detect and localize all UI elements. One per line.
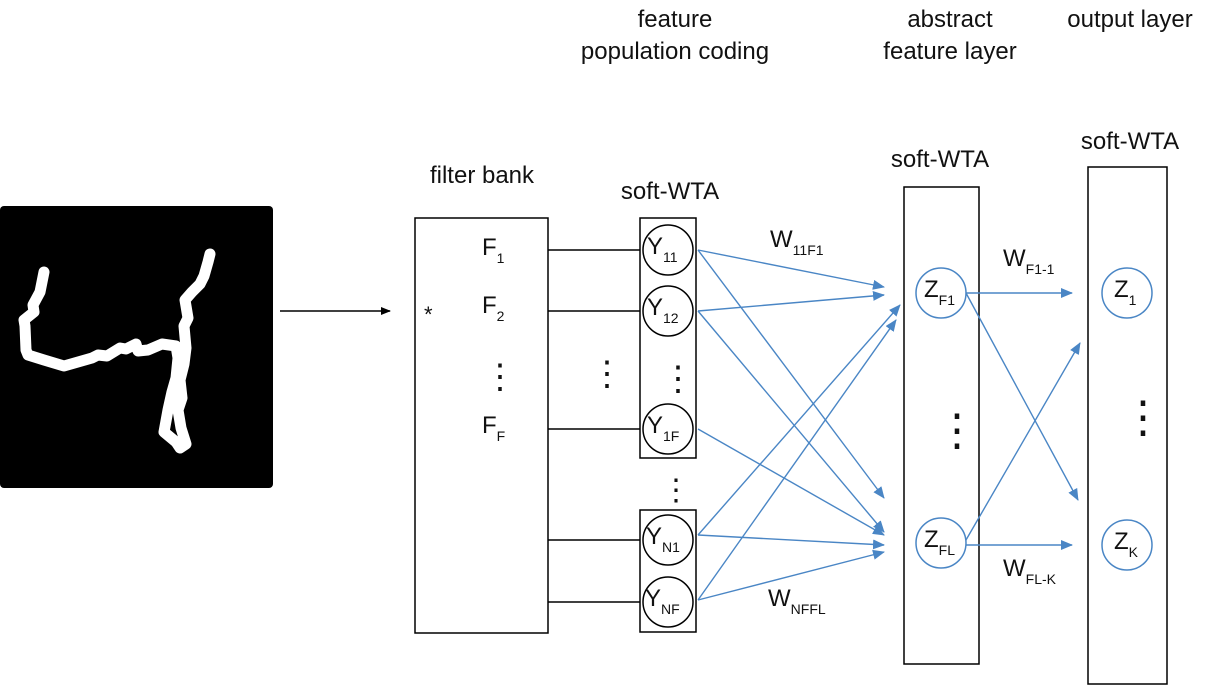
- neuron-z1-label: Z1: [1114, 276, 1137, 308]
- abstract-layer-ellipsis: ⋮: [935, 406, 979, 455]
- neuron-ynf-label: YNF: [645, 585, 680, 617]
- output-layer-header: output layer: [1067, 6, 1193, 33]
- connection-y11-zf1: [697, 249, 885, 290]
- population-group-top: [639, 217, 697, 459]
- weight-label-w11f1-base: W: [770, 226, 793, 253]
- neuron-zfl-label: ZFL: [924, 526, 955, 558]
- output-layer-title: soft-WTA: [1080, 128, 1180, 155]
- neuron-y12-label-sub: 12: [663, 310, 679, 326]
- filter-bank-title: filter bank: [429, 162, 535, 189]
- weight-label-wfl-k: WFL-K: [1003, 555, 1057, 587]
- abstract-layer-header: abstract feature layer: [850, 6, 1050, 66]
- feature-coding-header: feature population coding: [555, 6, 795, 66]
- neuron-y11-label-base: Y: [647, 233, 663, 260]
- neuron-zfl: [915, 517, 967, 569]
- digit-stroke: [18, 248, 216, 454]
- neuron-y1f-label-base: Y: [647, 412, 663, 439]
- neuron-y1f: [642, 403, 694, 455]
- neuron-z1-label-sub: 1: [1129, 292, 1137, 308]
- neuron-z1: [1101, 267, 1153, 319]
- population-layer-title: soft-WTA: [620, 178, 720, 205]
- population-group-bottom: [639, 509, 697, 633]
- abstract-layer-title: soft-WTA: [890, 146, 990, 173]
- filter-label-1: F1: [482, 234, 505, 266]
- neuron-ynf: [642, 576, 694, 628]
- filter-label-f-base: F: [482, 412, 497, 439]
- weight-label-w11f1: W11F1: [770, 226, 824, 258]
- filter-label-1-base: F: [482, 234, 497, 261]
- population-ellipsis-middle: ⋮: [661, 474, 691, 507]
- abstract-layer-header-line1: abstract: [907, 6, 993, 33]
- neuron-zf1: [915, 267, 967, 319]
- weight-label-wnffl: WNFFL: [768, 585, 826, 617]
- neuron-yn1-label-base: Y: [646, 523, 662, 550]
- neuron-z1-label-base: Z: [1114, 276, 1129, 303]
- feature-coding-header-line1: feature: [637, 6, 713, 33]
- connection-y12-zf1: [697, 290, 885, 312]
- connection-yn1-zfl: [697, 534, 885, 550]
- connection-zf1-zk: [965, 292, 1079, 501]
- weight-label-wfl-k-base: W: [1003, 555, 1026, 582]
- neuron-yn1-label-sub: N1: [662, 539, 680, 555]
- filter-label-2-base: F: [482, 292, 497, 319]
- filter-bank-box: [414, 217, 549, 634]
- neuron-y1f-label-sub: 1F: [663, 428, 679, 444]
- neuron-yn1: [642, 514, 694, 566]
- output-layer-box: [1087, 166, 1168, 685]
- connection-zfl-z1: [965, 342, 1081, 541]
- weight-label-wnffl-base: W: [768, 585, 791, 612]
- neuron-zf1-label-base: Z: [924, 276, 939, 303]
- neuron-zk: [1101, 519, 1153, 571]
- connection-y11-zfl: [697, 249, 885, 499]
- population-ellipsis-top: ⋮: [661, 360, 695, 398]
- neuron-zf1-label: ZF1: [924, 276, 955, 308]
- weight-label-wnffl-sub: NFFL: [791, 601, 826, 617]
- feature-coding-header-line2: population coding: [580, 38, 770, 65]
- neuron-zk-label: ZK: [1114, 528, 1139, 560]
- neuron-zk-label-sub: K: [1129, 544, 1139, 560]
- connection-yn1-zf1: [697, 304, 901, 536]
- filter-label-f-sub: F: [497, 428, 506, 444]
- neuron-y12: [642, 285, 694, 337]
- population-to-abstract-connections: [697, 249, 901, 601]
- neuron-zf1-label-sub: F1: [939, 292, 956, 308]
- neuron-yn1-label: YN1: [646, 523, 680, 555]
- abstract-layer-box: [903, 186, 980, 665]
- neuron-y11: [642, 224, 694, 276]
- population-neurons: [642, 224, 694, 628]
- neuron-y12-label-base: Y: [647, 294, 663, 321]
- filter-label-2: F2: [482, 292, 505, 324]
- neuron-y11-label-sub: 11: [663, 249, 678, 265]
- input-digit-image: [0, 206, 273, 488]
- abstract-layer-header-line2: feature layer: [883, 38, 1017, 65]
- neuron-y11-label: Y11: [647, 233, 678, 265]
- weight-label-wf1-1: WF1-1: [1003, 245, 1055, 277]
- abstract-to-output-connections: [965, 288, 1081, 550]
- neuron-zfl-label-sub: FL: [939, 542, 956, 558]
- output-layer-ellipsis: ⋮: [1121, 393, 1165, 442]
- neuron-ynf-label-base: Y: [645, 585, 661, 612]
- connections-ellipsis: ⋮: [590, 355, 624, 393]
- neuron-y1f-label: Y1F: [647, 412, 679, 444]
- weight-label-wf1-1-sub: F1-1: [1026, 261, 1055, 277]
- filter-bank-ellipsis: ⋮: [483, 358, 517, 396]
- connection-ynf-zf1: [697, 319, 897, 601]
- connection-y1f-zfl: [697, 428, 885, 536]
- weight-label-w11f1-sub: 11F1: [793, 242, 824, 258]
- neuron-zfl-label-base: Z: [924, 526, 939, 553]
- connection-ynf-zfl: [697, 549, 885, 601]
- filter-label-1-sub: 1: [497, 250, 505, 266]
- neuron-y12-label: Y12: [647, 294, 679, 326]
- connection-y12-zfl: [697, 310, 885, 533]
- weight-label-wfl-k-sub: FL-K: [1026, 571, 1057, 587]
- neuron-zk-label-base: Z: [1114, 528, 1129, 555]
- filter-label-2-sub: 2: [497, 308, 505, 324]
- weight-label-wf1-1-base: W: [1003, 245, 1026, 272]
- convolution-star: *: [424, 302, 433, 327]
- filter-label-f: FF: [482, 412, 505, 444]
- filter-connections: [548, 249, 640, 603]
- neuron-ynf-label-sub: NF: [661, 601, 680, 617]
